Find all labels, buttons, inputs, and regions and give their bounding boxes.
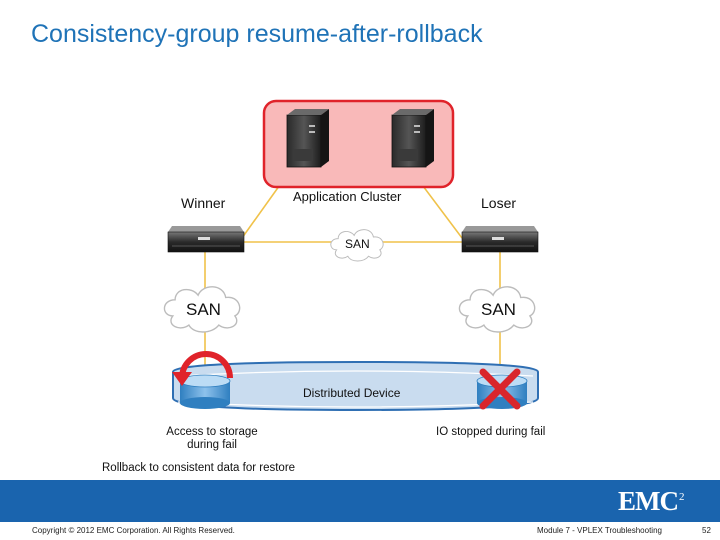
vplex-director-icon [167,226,245,253]
access-storage-label: Access to storage during fail [166,426,258,451]
loser-san-label: SAN [481,300,516,319]
failure-x-icon [479,368,521,410]
storage-disk-icon [179,374,231,409]
footer-bar [0,480,720,522]
link-cluster-loser [419,181,463,239]
page-title: Consistency-group resume-after-rollback [31,20,483,48]
module-text: Module 7 - VPLEX Troubleshooting [537,526,662,535]
tower-server-icon [391,109,434,168]
tower-server-icon [286,109,329,168]
center-san-label: SAN [345,237,370,251]
winner-san-label: SAN [186,300,221,319]
emc-logo: EMC2 [618,486,684,516]
network-links [204,181,501,372]
distributed-device-label: Distributed Device [303,386,401,400]
copyright-text: Copyright © 2012 EMC Corporation. All Ri… [32,526,235,535]
link-cluster-winner [241,181,283,239]
vplex-director-icon [461,226,539,253]
application-cluster-label: Application Cluster [293,189,402,204]
loser-label: Loser [481,195,517,211]
rollback-arrow-icon [172,351,233,386]
rollback-label: Rollback to consistent data for restore [102,462,296,474]
winner-label: Winner [181,195,226,211]
page-number: 52 [702,526,711,535]
consistency-diagram [163,99,539,412]
io-stopped-label: IO stopped during fail [436,426,546,438]
